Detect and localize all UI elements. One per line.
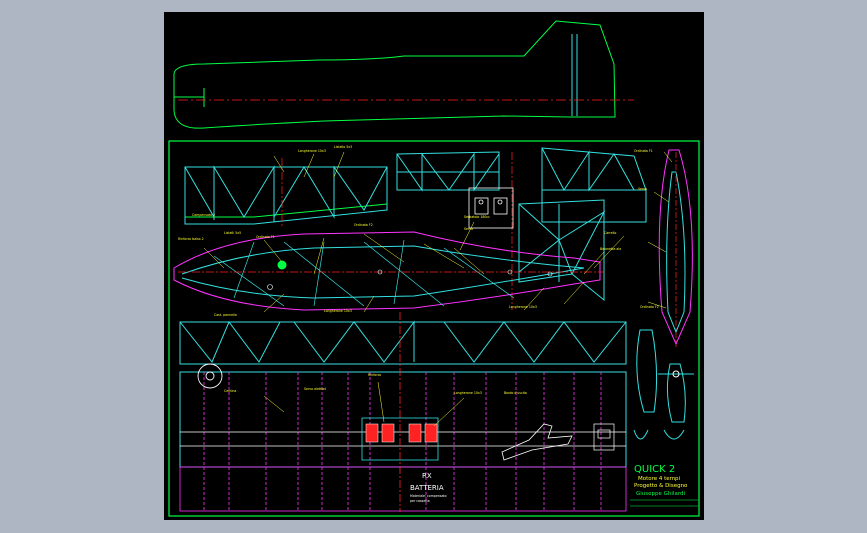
svg-text:Serbatoio 180cc: Serbatoio 180cc (464, 215, 490, 219)
radio-bay (361, 417, 439, 461)
small-parts (593, 423, 615, 451)
svg-text:Centina: Centina (224, 389, 236, 393)
svg-text:Ordinata F2: Ordinata F2 (640, 305, 659, 309)
svg-text:Materiale: compensato: Materiale: compensato (410, 494, 447, 498)
svg-text:Longherone 10x3: Longherone 10x3 (509, 305, 537, 309)
svg-text:Cast. pannello: Cast. pannello (214, 313, 237, 317)
svg-text:Longherone 10x3: Longherone 10x3 (298, 149, 326, 153)
wing-ribs (203, 372, 602, 511)
svg-text:Longherone 10x3: Longherone 10x3 (324, 309, 352, 313)
svg-text:Rinforzo: Rinforzo (368, 373, 381, 377)
svg-text:Servo alettoni: Servo alettoni (304, 387, 326, 391)
annotations: Longherone 10x3 Listello 5x3 Compensato … (178, 145, 659, 395)
svg-text:Listelli 5x5: Listelli 5x5 (224, 231, 241, 235)
aircraft-sketch (501, 423, 573, 461)
svg-text:Ordinata F2: Ordinata F2 (354, 223, 373, 227)
fuselage-top-view (173, 231, 601, 311)
title-block: QUICK 2 Motore 4 tempi Progetto & Disegn… (630, 464, 698, 507)
svg-text:Carrello: Carrello (604, 231, 616, 235)
svg-text:Servo: Servo (464, 227, 473, 231)
svg-text:Longherone 10x3: Longherone 10x3 (454, 391, 482, 395)
horizontal-stabilizer (184, 165, 388, 225)
drawing-sheet[interactable]: Longherone 10x3 Listello 5x3 Compensato … (164, 12, 704, 520)
svg-text:Progetto & Disegno: Progetto & Disegno (634, 483, 688, 489)
svg-text:Motore 4 tempi: Motore 4 tempi (638, 476, 681, 482)
servo-boxes (468, 187, 514, 229)
svg-text:Listello 5x3: Listello 5x3 (334, 145, 352, 149)
svg-text:Servo: Servo (638, 187, 647, 191)
vertical-fin (396, 147, 647, 302)
svg-text:Ordinata F1: Ordinata F1 (634, 149, 653, 153)
fuselage-side-profile (173, 20, 616, 129)
svg-text:Giuseppe Ghilardi: Giuseppe Ghilardi (636, 491, 685, 497)
svg-text:QUICK 2: QUICK 2 (634, 464, 675, 475)
engine-mount (197, 363, 223, 389)
svg-text:Compensato 2: Compensato 2 (192, 213, 215, 217)
svg-text:Ordinata F1: Ordinata F1 (256, 235, 275, 239)
svg-text:Rinforzo balsa 2: Rinforzo balsa 2 (178, 237, 204, 241)
svg-text:BATTERIA: BATTERIA (410, 484, 444, 492)
center-notes: RX BATTERIA Materiale: compensato per ca… (410, 472, 447, 503)
drawing-canvas: Longherone 10x3 Listello 5x3 Compensato … (168, 20, 700, 517)
fuselage-sections (633, 149, 694, 440)
svg-text:per cassetta: per cassetta (410, 499, 430, 503)
wing-plan (179, 320, 627, 512)
svg-text:Bordo d'uscita: Bordo d'uscita (504, 391, 527, 395)
plan-frame (168, 140, 700, 517)
svg-text:Baionetta ala: Baionetta ala (600, 247, 621, 251)
svg-text:RX: RX (422, 472, 432, 480)
leader-lines (203, 151, 673, 427)
